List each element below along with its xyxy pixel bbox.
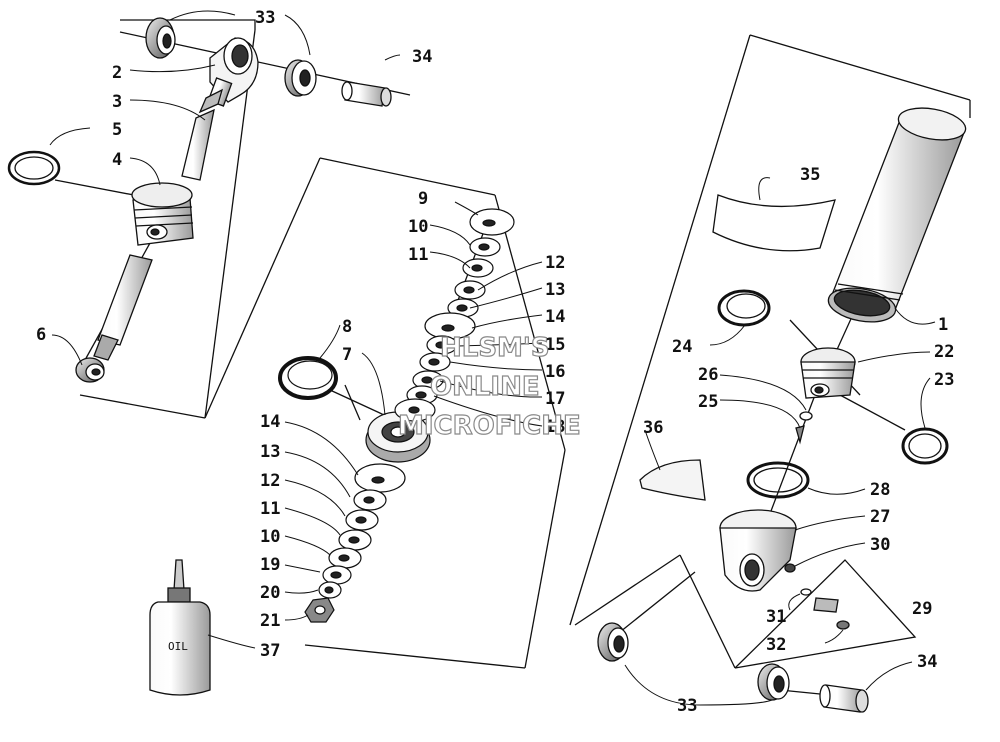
callout-12-lower: 12 [260, 471, 280, 491]
callout-21: 21 [260, 611, 280, 631]
callout-11-lower: 11 [260, 499, 280, 519]
decal-35 [712, 194, 836, 252]
piston-7 [365, 411, 431, 463]
bushing-33-bottom-right [757, 663, 790, 701]
piston-rod [93, 254, 153, 361]
callout-15: 15 [545, 335, 565, 355]
shock-body-1 [827, 107, 967, 323]
callout-34-top: 34 [412, 47, 432, 67]
oil-label: OIL [168, 640, 188, 653]
callout-18: 18 [545, 417, 565, 437]
ring-8 [278, 356, 338, 400]
callout-35: 35 [800, 165, 820, 185]
callout-3: 3 [112, 92, 122, 112]
callout-17: 17 [545, 389, 565, 409]
callout-13-lower: 13 [260, 442, 280, 462]
callout-25: 25 [698, 392, 718, 412]
bushing-33-mid [284, 59, 317, 97]
callout-30: 30 [870, 535, 890, 555]
callout-1: 1 [938, 315, 948, 335]
callout-24: 24 [672, 337, 692, 357]
callout-20: 20 [260, 583, 280, 603]
lower-shim-stack [304, 463, 406, 623]
callout-32: 32 [766, 635, 786, 655]
oil-bottle: OIL [149, 559, 211, 696]
callout-11-upper: 11 [408, 245, 428, 265]
callout-37: 37 [260, 641, 280, 661]
callout-26: 26 [698, 365, 718, 385]
callout-27: 27 [870, 507, 890, 527]
sleeve-34-bottom [819, 684, 869, 713]
ring-24 [717, 289, 771, 327]
cap-22 [800, 347, 856, 399]
callout-34-bottom: 34 [917, 652, 937, 672]
callout-labels: 1 2 3 4 5 6 7 8 9 10 11 12 13 14 15 16 1… [36, 8, 954, 716]
label-36 [639, 459, 706, 501]
threaded-stud [181, 88, 224, 181]
o-ring-5 [7, 150, 61, 186]
watermark: HLSM'S ONLINE MICROFICHE [397, 332, 581, 441]
callout-19: 19 [260, 555, 280, 575]
callout-33-top: 33 [255, 8, 275, 28]
valve-stack [278, 208, 515, 623]
callout-8: 8 [342, 317, 352, 337]
callout-2: 2 [112, 63, 122, 83]
callout-33-bottom: 33 [677, 696, 697, 716]
callout-12-upper: 12 [545, 253, 565, 273]
callout-22: 22 [934, 342, 954, 362]
callout-14-upper: 14 [545, 307, 565, 327]
callout-7: 7 [342, 345, 352, 365]
callout-10-upper: 10 [408, 217, 428, 237]
bushing-6 [75, 357, 105, 383]
o-ring-23 [901, 427, 949, 465]
assembly-outlines [54, 19, 971, 699]
o-ring-28 [746, 461, 810, 499]
callout-16: 16 [545, 362, 565, 382]
watermark-line-2: ONLINE [430, 372, 540, 402]
leader-lines [49, 10, 936, 706]
callout-29: 29 [912, 599, 932, 619]
callout-28: 28 [870, 480, 890, 500]
watermark-line-3: MICROFICHE [398, 411, 581, 441]
callout-9: 9 [418, 189, 428, 209]
upper-shim-stack [394, 208, 515, 422]
bushing-33-bottom-left [597, 622, 629, 662]
callout-10-lower: 10 [260, 527, 280, 547]
right-reservoir-assembly [597, 107, 967, 713]
bushing-33-top [145, 17, 176, 59]
callout-4: 4 [112, 150, 122, 170]
washer-26 [799, 411, 813, 421]
callout-14-lower: 14 [260, 412, 280, 432]
callout-23: 23 [934, 370, 954, 390]
callout-36: 36 [643, 418, 663, 438]
callout-13-upper: 13 [545, 280, 565, 300]
watermark-line-1: HLSM'S [440, 333, 550, 363]
left-rod-assembly [7, 17, 392, 383]
fitting-29 [784, 563, 850, 630]
callout-5: 5 [112, 120, 122, 140]
callout-6: 6 [36, 325, 46, 345]
lower-eye-27 [719, 509, 797, 592]
callout-31: 31 [766, 607, 786, 627]
sleeve-34-top [341, 81, 392, 107]
piston-body-4 [131, 182, 194, 246]
valve-25 [795, 425, 805, 445]
